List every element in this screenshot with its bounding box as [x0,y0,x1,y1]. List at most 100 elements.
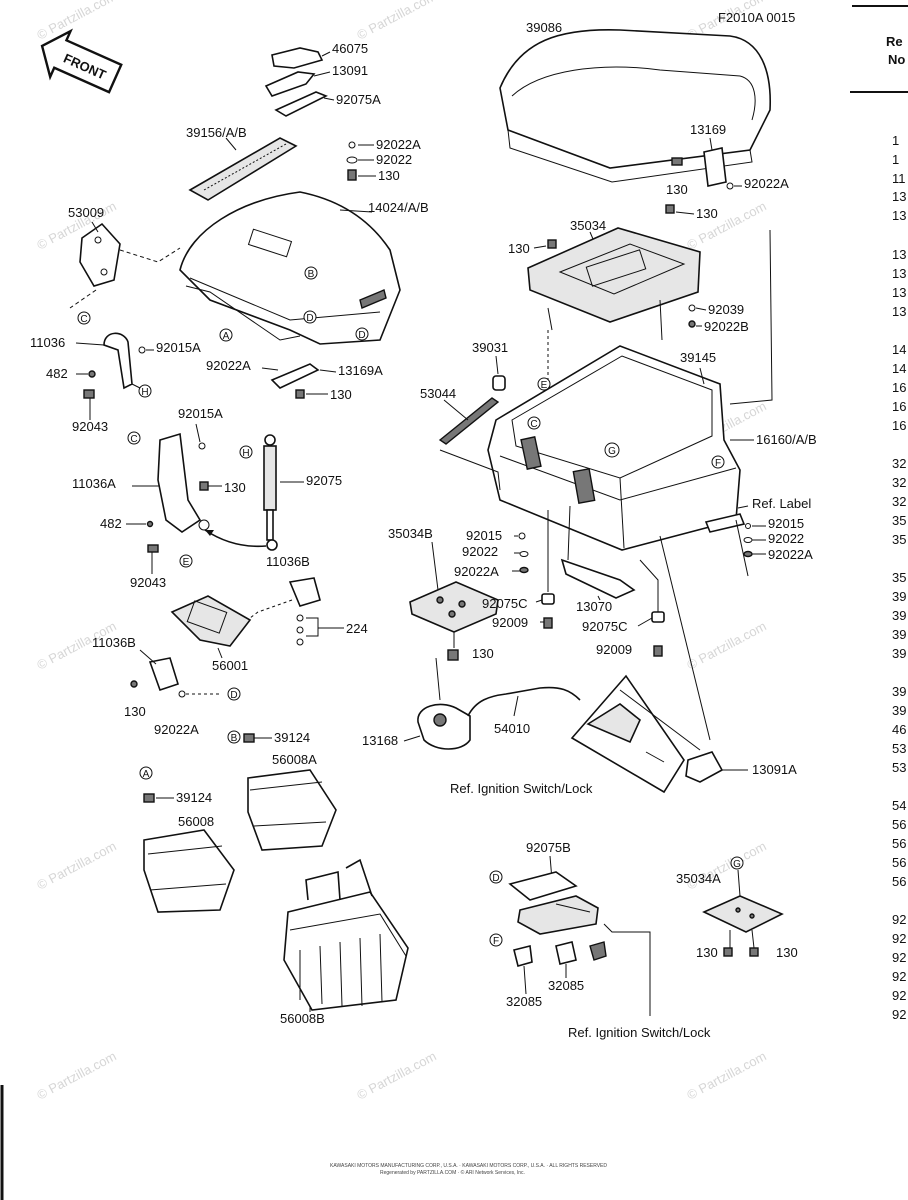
callout-G [604,442,620,458]
part-label: 13091A [752,762,797,777]
lid-14024 [179,191,401,345]
nut-482 [88,370,96,378]
part-label: 53009 [68,205,104,220]
part-label: 35034A [676,871,721,886]
svg-text:F: F [715,458,721,469]
sidebar-row: 32 [892,494,906,509]
part-label: 14024/A/B [368,200,429,215]
svg-text:D: D [358,330,365,341]
part-label: 130 [224,480,246,495]
part-label: 54010 [494,721,530,736]
part-label: 92015A [178,406,223,421]
sidebar-row: 1 [892,152,899,167]
sidebar-row: 14 [892,342,906,357]
svg-text:E: E [541,380,548,391]
nut-482 [146,520,154,528]
bracket-11036B [288,577,321,607]
svg-text:D: D [492,873,499,884]
part-label: 11036B [92,635,136,650]
part-label: 11036A [72,476,116,491]
callout-F [711,455,725,469]
part-label: 92075C [482,596,528,611]
sidebar-row: 92 [892,950,906,965]
sidebar-ref-list: Re No 1111131313131313141416161632323235… [850,5,908,1022]
callout-B [227,730,241,744]
watermark: © Partzilla.com [34,1048,118,1102]
sidebar-row: 13 [892,266,906,281]
part-label: 130 [330,387,352,402]
svg-text:D: D [306,313,313,324]
plate-13169A [270,363,320,389]
sidebar-row: 14 [892,361,906,376]
sidebar-row: 39 [892,627,906,642]
svg-text:B: B [231,733,238,744]
callout-C [127,431,141,445]
sidebar-row: 56 [892,817,906,832]
sidebar-row: 39 [892,646,906,661]
sidebar-row: 46 [892,722,906,737]
sidebar-row: 39 [892,608,906,623]
diagram-code: F2010A 0015 [718,10,795,25]
basket-56008B [283,891,409,1011]
hinge-53009 [79,222,121,287]
part-label: 32085 [506,994,542,1009]
callout-D [355,327,369,341]
part-label: 39086 [526,20,562,35]
bag-56008A [247,769,337,851]
ref-label-plate [704,513,746,533]
part-label: 13070 [576,599,612,614]
part-13091 [264,71,316,97]
part-label: 92015 [768,516,804,531]
sidebar-row: 13 [892,247,906,262]
part-label: 92075C [582,619,628,634]
watermark: © Partzilla.com [684,1048,768,1102]
sidebar-rows: 1111131313131313141416161632323235353539… [892,133,906,1022]
part-label: 56008B [280,1011,325,1026]
part-label: 92075B [526,840,571,855]
rod-53044 [438,397,500,445]
ref-label: Ref. Label [752,496,811,511]
sidebar-row: 54 [892,798,906,813]
sidebar-row: 56 [892,855,906,870]
callout-C [527,416,541,430]
tray-56001 [170,595,252,647]
part-label: 35034B [388,526,433,541]
plug-39031 [492,375,506,391]
callout-C [77,311,91,325]
part-label: 92015 [466,528,502,543]
part-label: 92075 [306,473,342,488]
callout-D [489,870,503,884]
svg-text:G: G [733,859,741,870]
callout-F [489,933,503,947]
sidebar-row: 11 [892,171,906,186]
watermark: © Partzilla.com [354,1048,438,1102]
part-label: 482 [100,516,122,531]
callout-H [239,445,253,459]
part-label: 92022 [768,531,804,546]
bag-56008 [143,829,235,913]
part-label: 130 [472,646,494,661]
sidebar-row: 13 [892,208,906,223]
sidebar-row: 16 [892,418,906,433]
callout-D [227,687,241,701]
sidebar-row: 16 [892,380,906,395]
washer-92022 [346,156,358,164]
part-label: 224 [346,621,368,636]
key [589,941,607,961]
watermark: © Partzilla.com [354,0,438,43]
watermark: © Partzilla.com [34,0,118,43]
switch-32085 [513,945,533,967]
part-label: 92022B [704,319,749,334]
part-label: 92015A [156,340,201,355]
plate-35034A [702,895,784,933]
clip-39124 [243,733,255,743]
bracket-11036B [148,657,179,692]
sidebar-row: 92 [892,1007,906,1022]
callout-H [138,384,152,398]
part-label: 130 [378,168,400,183]
part-92075A [274,91,328,117]
bracket-92075B [508,871,578,901]
part-label: 92009 [492,615,528,630]
bolt-130 [199,481,209,491]
part-label: 130 [696,945,718,960]
